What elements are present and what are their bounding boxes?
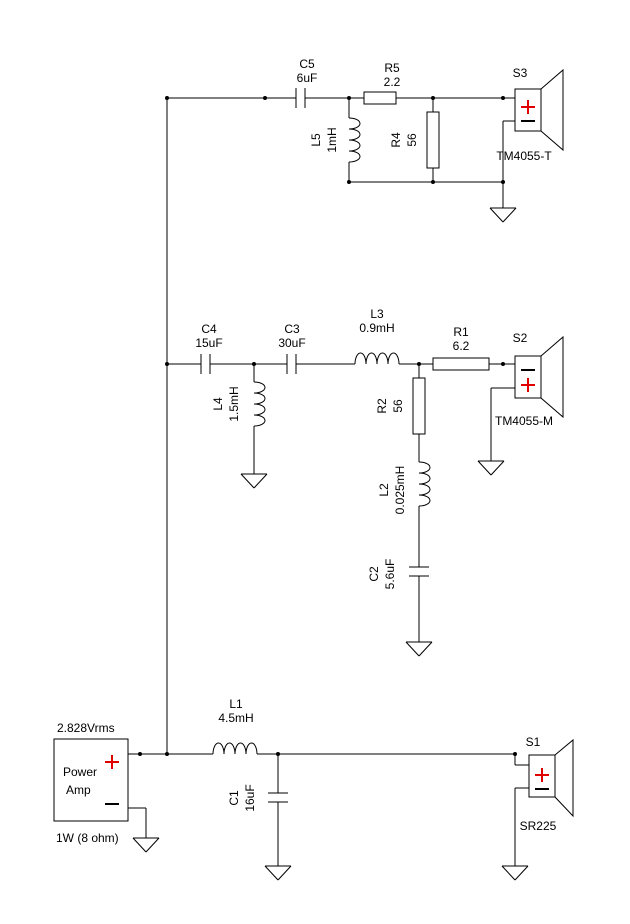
c2-ref: C2 bbox=[367, 566, 381, 582]
r4-ref: R4 bbox=[389, 132, 403, 148]
amp-voltage: 2.828Vrms bbox=[57, 721, 115, 735]
c1-ref: C1 bbox=[227, 790, 241, 806]
r1-value: 6.2 bbox=[453, 339, 470, 353]
inductor-l1: L1 4.5mH bbox=[212, 697, 258, 755]
r2-value: 56 bbox=[391, 399, 405, 413]
l2-ref: L2 bbox=[377, 483, 391, 497]
speaker-s3: S3 TM4055-T bbox=[496, 66, 564, 163]
c3-value: 30uF bbox=[278, 336, 305, 350]
inductor-l5: L5 1mH bbox=[309, 117, 361, 163]
l4-value: 1.5mH bbox=[227, 386, 241, 421]
l1-value: 4.5mH bbox=[218, 711, 253, 725]
s1-ref: S1 bbox=[526, 735, 541, 749]
ground-tweeter bbox=[489, 207, 517, 223]
s2-model: TM4055-M bbox=[495, 414, 553, 428]
l5-ref: L5 bbox=[309, 133, 323, 147]
l3-ref: L3 bbox=[370, 307, 384, 321]
ground-woofer bbox=[501, 865, 529, 881]
junction-dots bbox=[138, 96, 517, 756]
amp-power: 1W (8 ohm) bbox=[56, 831, 119, 845]
s3-model: TM4055-T bbox=[496, 149, 552, 163]
capacitor-c2: C2 5.6uF bbox=[367, 559, 429, 590]
c1-value: 16uF bbox=[243, 784, 257, 811]
capacitor-c4: C4 15uF bbox=[195, 322, 223, 374]
r4-value: 56 bbox=[405, 133, 419, 147]
resistor-r2: R2 56 bbox=[375, 377, 426, 435]
speaker-s2: S2 TM4055-M bbox=[495, 331, 564, 428]
l1-ref: L1 bbox=[229, 697, 243, 711]
c5-value: 6uF bbox=[297, 71, 318, 85]
r5-value: 2.2 bbox=[384, 75, 401, 89]
r1-ref: R1 bbox=[453, 325, 469, 339]
c4-value: 15uF bbox=[195, 336, 222, 350]
c4-ref: C4 bbox=[201, 322, 217, 336]
l5-value: 1mH bbox=[325, 127, 339, 152]
r2-ref: R2 bbox=[375, 398, 389, 414]
ground-l4 bbox=[240, 473, 268, 489]
ground-c2 bbox=[405, 641, 433, 657]
r5-ref: R5 bbox=[384, 61, 400, 75]
power-amp: 2.828Vrms Power Amp 1W (8 ohm) bbox=[53, 721, 129, 845]
inductor-l4: L4 1.5mH bbox=[211, 381, 266, 427]
amp-label-line1: Power bbox=[63, 765, 97, 779]
resistor-r4: R4 56 bbox=[389, 111, 440, 169]
inductor-l3: L3 0.9mH bbox=[354, 307, 400, 365]
ground-c1 bbox=[264, 865, 292, 881]
resistor-r5: R5 2.2 bbox=[363, 61, 401, 105]
s2-ref: S2 bbox=[513, 331, 528, 345]
c2-value: 5.6uF bbox=[383, 559, 397, 590]
s1-model: SR225 bbox=[520, 819, 557, 833]
l4-ref: L4 bbox=[211, 397, 225, 411]
amp-label-line2: Amp bbox=[66, 783, 91, 797]
inductor-l2: L2 0.025mH bbox=[377, 461, 431, 515]
ground-midrange bbox=[477, 460, 505, 476]
resistor-r1: R1 6.2 bbox=[432, 325, 490, 371]
l2-value: 0.025mH bbox=[393, 466, 407, 515]
l3-value: 0.9mH bbox=[359, 321, 394, 335]
wires bbox=[128, 97, 516, 866]
capacitor-c3: C3 30uF bbox=[278, 322, 306, 374]
capacitor-c5: C5 6uF bbox=[295, 57, 318, 108]
speaker-s1: S1 SR225 bbox=[520, 735, 574, 833]
ground-amp bbox=[132, 837, 160, 853]
capacitor-c1: C1 16uF bbox=[227, 784, 288, 812]
c5-ref: C5 bbox=[299, 57, 315, 71]
s3-ref: S3 bbox=[513, 66, 528, 80]
c3-ref: C3 bbox=[284, 322, 300, 336]
